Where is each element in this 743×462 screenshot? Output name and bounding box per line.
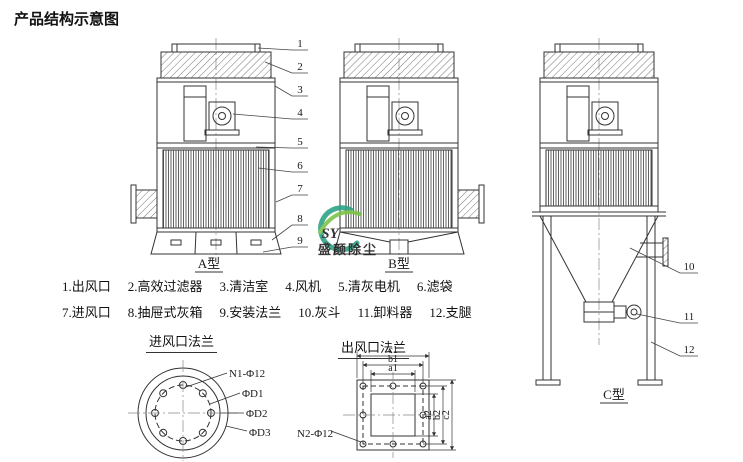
- callout-1: 1: [297, 38, 303, 50]
- watermark-brand: 盛颜除尘: [318, 242, 378, 257]
- logo-leaf-icon: [318, 210, 362, 234]
- callout-8: 8: [297, 213, 303, 225]
- outlet-flange-title: 出风口法兰: [338, 337, 410, 359]
- view-labels: A型 B型 C型: [195, 256, 628, 404]
- outlet-flange-drawing: [330, 352, 456, 458]
- legend-item: 2.高效过滤器: [127, 279, 203, 294]
- legend-item: 12.支腿: [429, 305, 472, 320]
- machine-b: [333, 38, 485, 258]
- inlet-d2-label: ΦD2: [246, 408, 267, 420]
- view-label-a: A型: [198, 256, 220, 271]
- machine-a: [130, 38, 282, 258]
- legend-item: 7.进风口: [62, 305, 111, 320]
- legend-item: 11.卸料器: [357, 305, 413, 320]
- machine-c: [532, 38, 669, 386]
- callout-10: 10: [684, 261, 696, 273]
- inlet-flange-title: 进风口法兰: [146, 331, 218, 353]
- inlet-bolt-label: N1-Φ12: [229, 368, 265, 380]
- inlet-flange-drawing: [128, 360, 248, 461]
- callout-5: 5: [297, 136, 303, 148]
- legend-item: 10.灰斗: [298, 305, 341, 320]
- legend-item: 4.风机: [285, 279, 322, 294]
- outlet-a2-label: a2: [423, 410, 434, 419]
- callout-leaders-c: [629, 247, 698, 357]
- callout-11: 11: [684, 311, 695, 323]
- outlet-bolt-label: N2-Φ12: [297, 428, 333, 440]
- legend-item: 9.安装法兰: [219, 305, 282, 320]
- legend-row-2: 7.进风口 8.抽屉式灰箱 9.安装法兰 10.灰斗 11.卸料器 12.支腿: [62, 302, 489, 321]
- callout-12: 12: [684, 344, 695, 356]
- outlet-c2-label: c2: [441, 410, 452, 419]
- legend-item: 6.滤袋: [416, 279, 453, 294]
- view-label-c: C型: [603, 387, 625, 402]
- watermark-logo: SY 盛颜除尘: [318, 205, 378, 257]
- callout-2: 2: [297, 61, 303, 73]
- callout-leaders-a: [232, 47, 308, 253]
- inlet-flange-labels: N1-Φ12 ΦD1 ΦD2 ΦD3: [229, 368, 271, 439]
- callout-6: 6: [297, 160, 303, 172]
- legend-item: 3.清洁室: [219, 279, 269, 294]
- view-label-b: B型: [388, 256, 410, 271]
- callout-9: 9: [297, 235, 303, 247]
- callout-4: 4: [297, 107, 303, 119]
- outlet-flange-labels: c1 b1 a1 a2 b2 c2 N2-Φ12: [297, 345, 452, 440]
- callout-3: 3: [297, 84, 303, 96]
- outlet-c1-label: c1: [388, 345, 397, 356]
- legend-item: 5.清灰电机: [338, 279, 400, 294]
- outlet-a1-label: a1: [388, 363, 397, 374]
- callout-numbers-c: 10 11 12: [684, 261, 696, 356]
- legend-item: 8.抽屉式灰箱: [127, 305, 203, 320]
- legend-item: 1.出风口: [62, 279, 111, 294]
- inlet-d1-label: ΦD1: [242, 388, 263, 400]
- callout-numbers-a: 1 2 3 4 5 6 7 8 9: [297, 38, 303, 247]
- legend-row-1: 1.出风口 2.高效过滤器 3.清洁室 4.风机 5.清灰电机 6.滤袋: [62, 276, 470, 295]
- page-title: 产品结构示意图: [14, 11, 120, 28]
- logo-text: SY: [321, 226, 340, 242]
- callout-7: 7: [297, 183, 303, 195]
- inlet-d3-label: ΦD3: [249, 427, 271, 439]
- outlet-b1-label: b1: [388, 354, 398, 365]
- outlet-b2-label: b2: [432, 410, 443, 420]
